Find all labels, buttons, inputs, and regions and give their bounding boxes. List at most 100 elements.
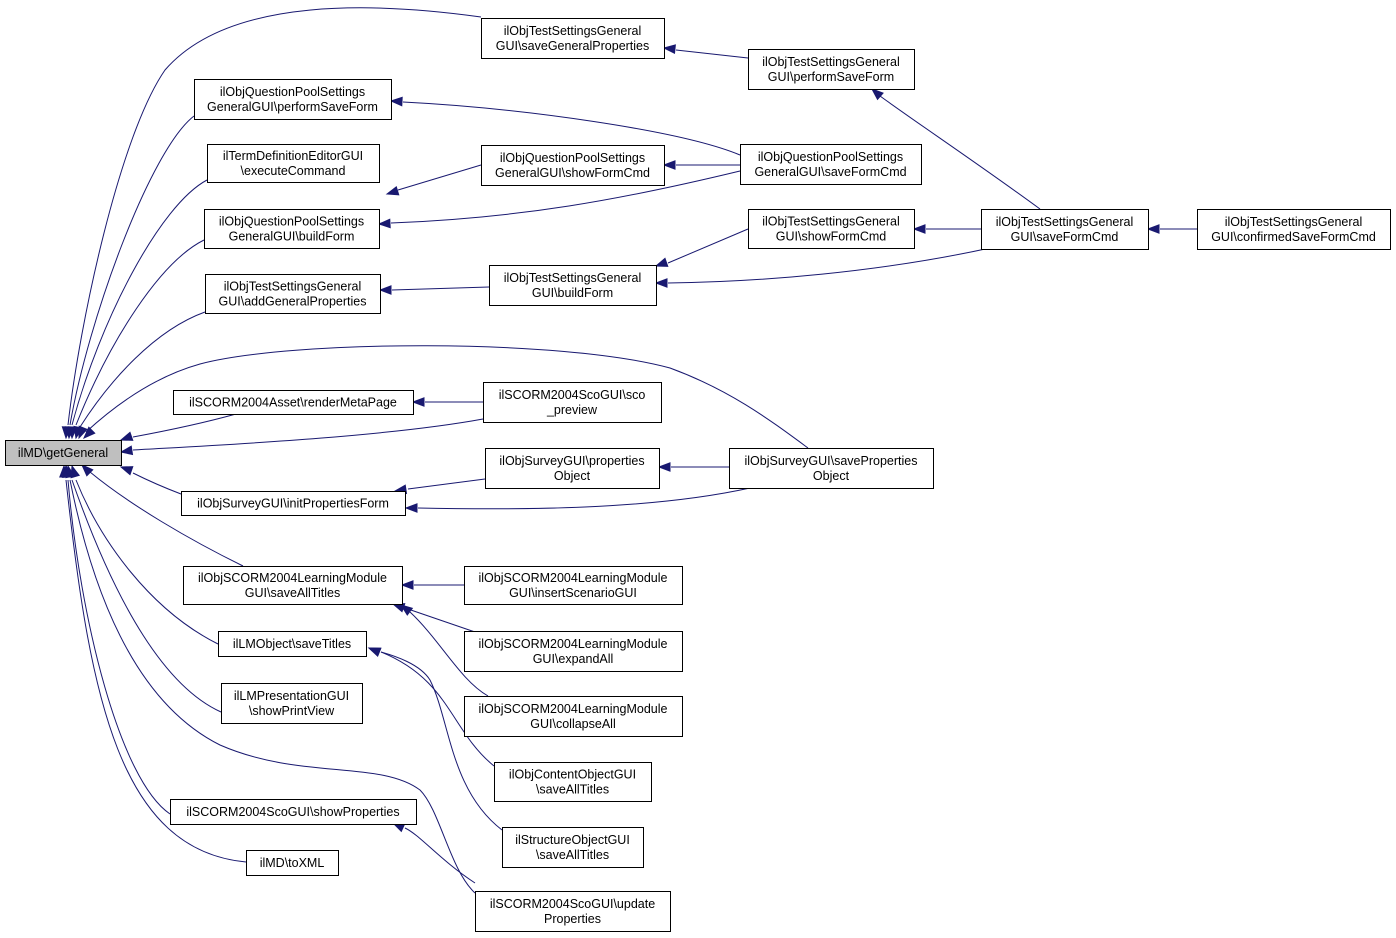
node-n9[interactable]: ilLMObject\saveTitles: [218, 631, 367, 657]
node-label: ilObjSCORM2004LearningModule: [479, 702, 668, 716]
node-n6[interactable]: ilSCORM2004Asset\renderMetaPage: [173, 390, 414, 415]
edge-7: [132, 418, 484, 451]
arrowhead-20: [378, 285, 392, 295]
node-box: [207, 144, 380, 183]
node-label: _preview: [546, 403, 598, 417]
node-n11[interactable]: ilSCORM2004ScoGUI\showProperties: [170, 799, 417, 825]
node-n26[interactable]: ilObjContentObjectGUI\saveAllTitles: [494, 762, 652, 802]
node-n25[interactable]: ilObjSCORM2004LearningModuleGUI\collapse…: [464, 696, 683, 737]
node-n4[interactable]: ilObjQuestionPoolSettingsGeneralGUI\buil…: [204, 209, 380, 249]
node-n12[interactable]: ilMD\toXML: [246, 850, 339, 876]
node-n15[interactable]: ilObjQuestionPoolSettingsGeneralGUI\save…: [740, 144, 922, 185]
edge-27: [407, 478, 486, 490]
node-box: [740, 144, 922, 185]
node-label: GeneralGUI\performSaveForm: [207, 100, 378, 114]
edge-33: [380, 651, 495, 767]
edge-14: [65, 479, 247, 863]
arrowhead-24: [912, 224, 926, 234]
node-label: \saveAllTitles: [536, 848, 609, 862]
node-box: [489, 265, 657, 306]
node-label: ilObjTestSettingsGeneral: [504, 271, 642, 285]
node-label: ilObjTestSettingsGeneral: [1225, 215, 1363, 229]
node-box: [218, 631, 367, 657]
node-n0[interactable]: ilMD\getGeneral: [5, 440, 122, 466]
node-label: GUI\addGeneralProperties: [219, 295, 367, 309]
node-label: GeneralGUI\buildForm: [229, 230, 355, 244]
node-box: [183, 566, 403, 605]
edge-11: [71, 479, 222, 713]
edge-31: [404, 607, 476, 633]
node-label: GeneralGUI\saveFormCmd: [754, 165, 906, 179]
node-n19[interactable]: ilObjTestSettingsGeneralGUI\confirmedSav…: [1197, 209, 1391, 250]
node-label: ilObjTestSettingsGeneral: [504, 24, 642, 38]
node-n13[interactable]: ilObjTestSettingsGeneralGUI\performSaveF…: [748, 49, 915, 90]
node-n5[interactable]: ilObjTestSettingsGeneralGUI\addGeneralPr…: [205, 274, 381, 314]
node-label: ilMD\getGeneral: [18, 446, 108, 460]
node-box: [981, 209, 1149, 250]
node-label: ilObjQuestionPoolSettings: [219, 215, 364, 229]
arrowhead-23: [1146, 224, 1160, 234]
node-box: [464, 696, 683, 737]
edge-22: [667, 247, 991, 284]
node-n1[interactable]: ilObjTestSettingsGeneralGUI\saveGeneralP…: [481, 18, 665, 59]
edge-6: [132, 413, 237, 438]
node-n24[interactable]: ilObjSCORM2004LearningModuleGUI\expandAl…: [464, 631, 683, 672]
node-n2[interactable]: ilObjQuestionPoolSettingsGeneralGUI\perf…: [194, 79, 392, 120]
arrowhead-19: [662, 160, 676, 170]
node-n7[interactable]: ilObjSurveyGUI\initPropertiesForm: [181, 491, 406, 516]
arrowhead-25: [870, 88, 884, 101]
node-n27[interactable]: ilStructureObjectGUI\saveAllTitles: [502, 827, 644, 868]
node-box: [464, 566, 683, 605]
node-n10[interactable]: ilLMPresentationGUI\showPrintView: [221, 683, 363, 724]
edge-17: [397, 164, 482, 191]
node-label: GUI\saveAllTitles: [245, 586, 340, 600]
node-n20[interactable]: ilSCORM2004ScoGUI\sco_preview: [483, 382, 662, 423]
edge-4: [79, 311, 206, 428]
node-box: [748, 49, 915, 90]
node-label: \executeCommand: [241, 164, 346, 178]
node-label: GUI\saveFormCmd: [1011, 230, 1119, 244]
node-n23[interactable]: ilObjSCORM2004LearningModuleGUI\insertSc…: [464, 566, 683, 605]
node-label: \saveAllTitles: [536, 783, 609, 797]
node-label: ilObjQuestionPoolSettings: [500, 151, 645, 165]
node-box: [204, 209, 380, 249]
arrowhead-14: [59, 464, 69, 478]
node-box: [246, 850, 339, 876]
node-label: Object: [554, 469, 591, 483]
node-box: [5, 440, 122, 466]
edge-16: [402, 101, 741, 156]
node-label: GUI\performSaveForm: [768, 70, 894, 84]
edge-13: [67, 479, 171, 815]
node-box: [221, 683, 363, 724]
node-n8[interactable]: ilObjSCORM2004LearningModuleGUI\saveAllT…: [183, 566, 403, 605]
node-box: [173, 390, 414, 415]
node-box: [181, 491, 406, 516]
node-box: [475, 891, 671, 932]
node-n3[interactable]: ilTermDefinitionEditorGUI\executeCommand: [207, 144, 380, 183]
node-label: ilSCORM2004ScoGUI\sco: [499, 388, 646, 402]
node-box: [170, 799, 417, 825]
edge-0: [67, 7, 482, 426]
edge-9: [89, 471, 244, 567]
node-n14[interactable]: ilObjQuestionPoolSettingsGeneralGUI\show…: [481, 145, 665, 186]
nodes: ilMD\getGeneralilObjTestSettingsGeneralG…: [5, 18, 1391, 932]
node-box: [494, 762, 652, 802]
node-box: [205, 274, 381, 314]
node-label: GeneralGUI\showFormCmd: [495, 166, 650, 180]
node-label: ilObjSCORM2004LearningModule: [198, 571, 387, 585]
edge-3: [75, 239, 205, 426]
arrowhead-7: [119, 445, 134, 456]
node-box: [729, 448, 934, 489]
arrowhead-8: [119, 466, 134, 476]
node-label: ilObjSCORM2004LearningModule: [479, 571, 668, 585]
node-label: Properties: [544, 912, 601, 926]
arrowhead-30: [400, 580, 414, 590]
arrowhead-21: [654, 257, 669, 267]
node-label: GUI\showFormCmd: [776, 230, 886, 244]
